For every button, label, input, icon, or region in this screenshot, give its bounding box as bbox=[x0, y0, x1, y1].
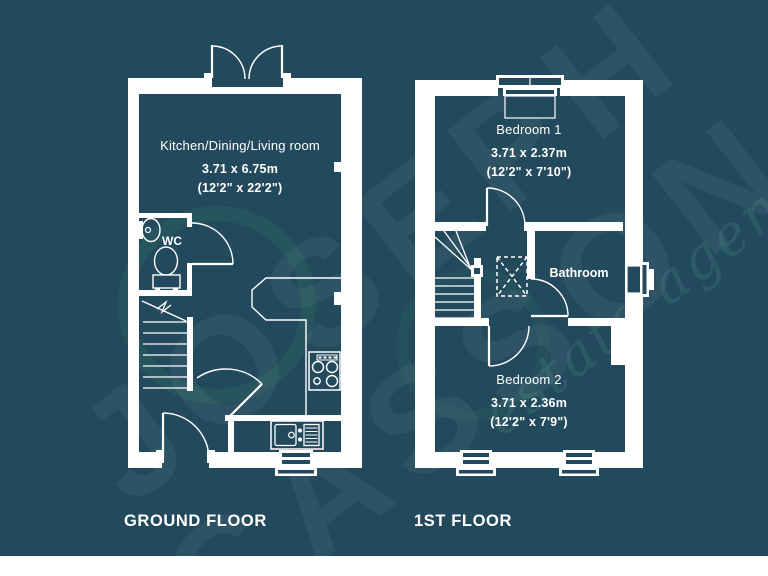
bedroom2-door-icon bbox=[487, 325, 530, 367]
ground-outer-walls bbox=[128, 78, 362, 468]
bedroom1-wall bbox=[435, 222, 623, 231]
wc-walls bbox=[139, 213, 192, 296]
bathroom-door-icon bbox=[530, 278, 569, 318]
toilet-icon bbox=[152, 246, 181, 291]
interior-door-icon bbox=[196, 368, 263, 418]
hob-icon bbox=[308, 351, 341, 391]
staircase-icon bbox=[141, 300, 193, 391]
bedroom1-door-icon bbox=[485, 187, 526, 227]
bottom-margin bbox=[0, 556, 768, 576]
ground-room-label: Kitchen/Dining/Living room 3.71 x 6.75m … bbox=[139, 138, 341, 197]
room-dim-metric: 3.71 x 2.36m bbox=[490, 396, 568, 410]
wc-room bbox=[139, 213, 234, 296]
room-dim-imperial: (12'2" x 7'10") bbox=[486, 164, 572, 179]
wc-basin-icon bbox=[139, 217, 161, 243]
wc-label: WC bbox=[162, 234, 182, 248]
room-name: Kitchen/Dining/Living room bbox=[160, 138, 320, 153]
window-icon bbox=[559, 450, 599, 476]
window-icon bbox=[275, 450, 317, 476]
room-dim-metric: 3.71 x 2.37m bbox=[490, 146, 568, 160]
wall-notch bbox=[334, 292, 341, 305]
wc-door-icon bbox=[191, 222, 234, 266]
ground-floor-title: GROUND FLOOR bbox=[124, 512, 267, 530]
staircase-icon bbox=[434, 230, 483, 326]
floorplan-drawing bbox=[128, 45, 654, 476]
first-floor-plan bbox=[415, 75, 654, 476]
bedroom1-label: Bedroom 1 3.71 x 2.37m (12'2" x 7'10") bbox=[435, 122, 623, 181]
hall-partition-walls bbox=[225, 415, 341, 452]
wall-notch bbox=[334, 162, 341, 172]
window-icon bbox=[456, 450, 496, 476]
room-dim-imperial: (12'2" x 7'9") bbox=[490, 414, 568, 429]
stairwell-void-icon bbox=[496, 256, 528, 297]
front-door-icon bbox=[156, 412, 215, 463]
room-dim-imperial: (12'2" x 22'2") bbox=[197, 180, 283, 195]
first-floor-title: 1ST FLOOR bbox=[414, 512, 512, 530]
plan-background: JOSEPH CASSON estate agency bbox=[0, 0, 768, 556]
french-doors-icon bbox=[204, 45, 291, 94]
bedroom2-wall bbox=[435, 318, 628, 365]
bathroom-wall bbox=[527, 231, 535, 279]
window-icon bbox=[626, 262, 654, 297]
kitchen-counter-outline bbox=[251, 277, 341, 415]
bathroom-label: Bathroom bbox=[549, 266, 609, 280]
window-icon bbox=[496, 75, 564, 119]
room-name: Bedroom 1 bbox=[496, 122, 562, 137]
room-dim-metric: 3.71 x 6.75m bbox=[201, 162, 279, 176]
room-name: Bedroom 2 bbox=[496, 372, 562, 387]
sink-icon bbox=[270, 420, 324, 450]
bedroom2-label: Bedroom 2 3.71 x 2.36m (12'2" x 7'9") bbox=[435, 372, 623, 431]
ground-floor-plan bbox=[128, 45, 362, 476]
